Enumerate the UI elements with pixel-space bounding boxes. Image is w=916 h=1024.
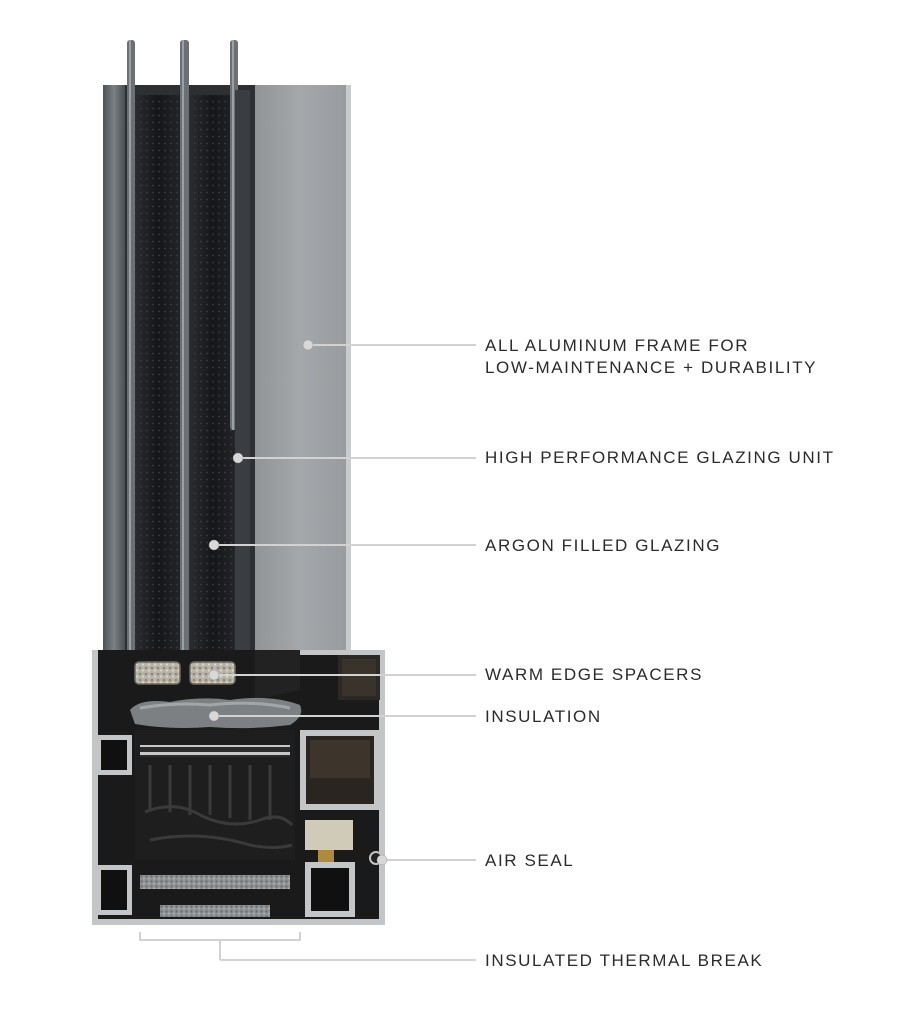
callout-argon-glazing-line-1: ARGON FILLED GLAZING: [485, 536, 722, 555]
callout-air-seal-line-1: AIR SEAL: [485, 851, 575, 870]
callout-air-seal: AIR SEAL: [485, 850, 574, 872]
callout-warm-edge-spacers: WARM EDGE SPACERS: [485, 664, 703, 686]
callout-glazing-unit-line-1: HIGH PERFORMANCE GLAZING UNIT: [485, 448, 835, 467]
callout-aluminum-frame-line-1: ALL ALUMINUM FRAME FOR: [485, 336, 750, 355]
callout-thermal-break-line-1: INSULATED THERMAL BREAK: [485, 951, 764, 970]
callout-thermal-break: INSULATED THERMAL BREAK: [485, 950, 763, 972]
thermal-break-bracket: [139, 932, 301, 960]
leader-dot-glazing-unit: [232, 452, 244, 464]
callout-argon-glazing: ARGON FILLED GLAZING: [485, 535, 721, 557]
leader-dot-air-seal: [376, 854, 388, 866]
leader-dot-insulation: [208, 710, 220, 722]
callout-insulation-line-1: INSULATION: [485, 707, 602, 726]
leader-dot-aluminum-frame: [302, 339, 314, 351]
frame-profile: [92, 650, 385, 925]
leader-dot-argon-glazing: [208, 539, 220, 551]
callout-glazing-unit: HIGH PERFORMANCE GLAZING UNIT: [485, 447, 835, 469]
aluminum-frame-face: [250, 85, 351, 650]
callout-aluminum-frame-line-2: LOW-MAINTENANCE + DURABILITY: [485, 358, 818, 377]
leader-dot-warm-edge-spacers: [208, 669, 220, 681]
callout-warm-edge-spacers-line-1: WARM EDGE SPACERS: [485, 665, 704, 684]
callout-aluminum-frame: ALL ALUMINUM FRAME FOR LOW-MAINTENANCE +…: [485, 335, 817, 379]
glazing-unit: [103, 40, 255, 655]
callout-insulation: INSULATION: [485, 706, 602, 728]
